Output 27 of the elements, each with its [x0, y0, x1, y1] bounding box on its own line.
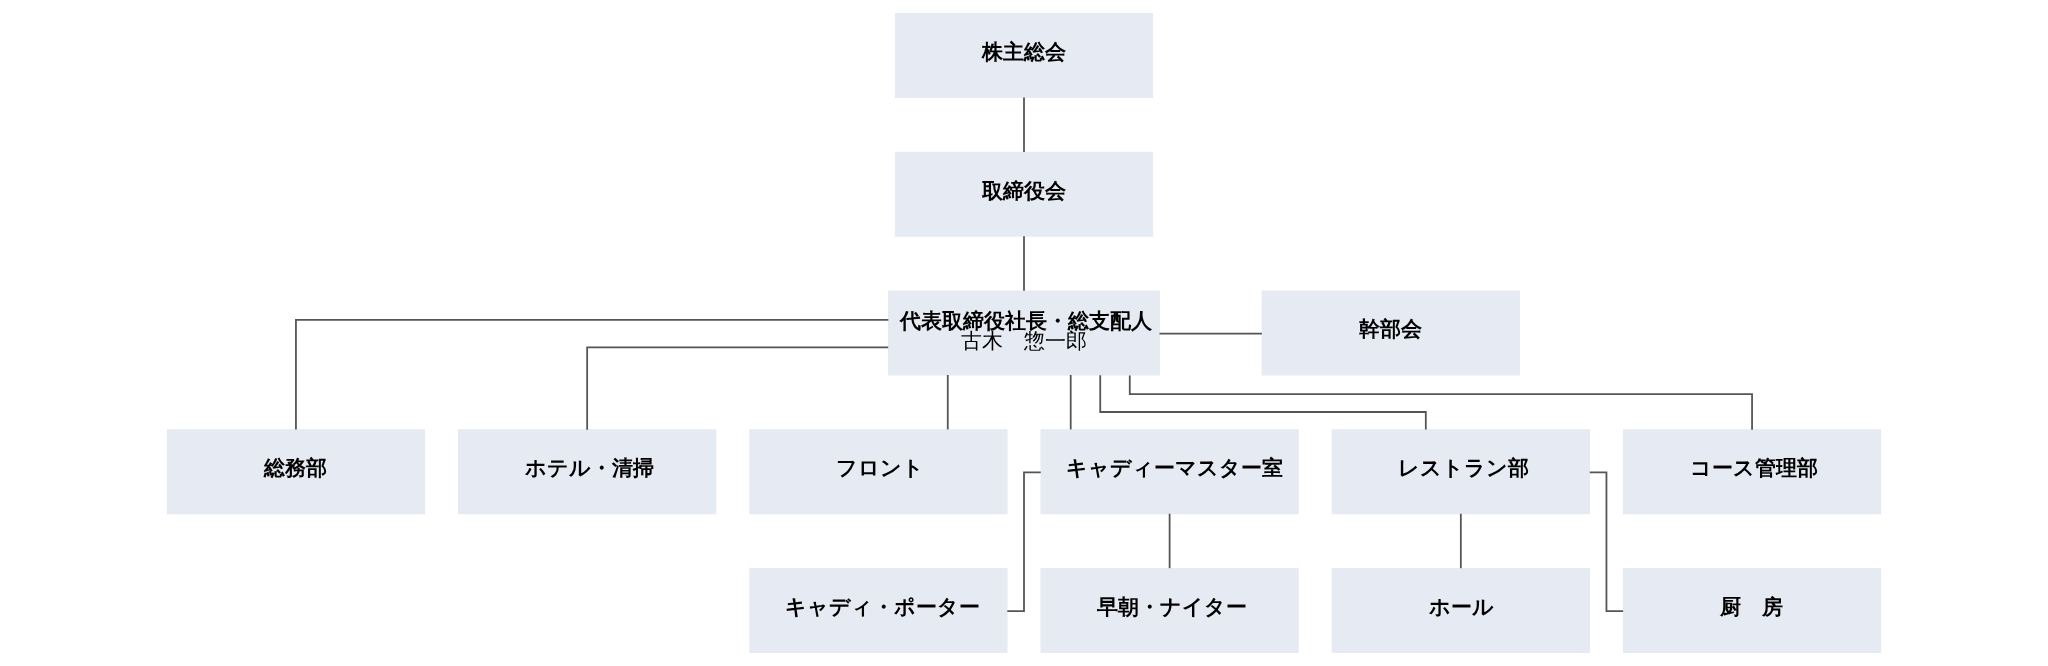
connector: [1006, 471, 1042, 613]
connector: [1099, 374, 1427, 431]
node-box: コース管理部: [1622, 429, 1882, 515]
node-box: 株主総会: [894, 12, 1154, 99]
connector: [1168, 512, 1171, 570]
connector: [1128, 374, 1753, 431]
node-box: 取締役会: [894, 151, 1154, 237]
connector: [1459, 512, 1462, 570]
node-box: 総務部: [166, 429, 426, 515]
connector: [295, 319, 890, 431]
connector: [1069, 374, 1072, 431]
connector: [1023, 235, 1025, 292]
node-box: 早朝・ナイター: [1040, 567, 1299, 654]
connector: [946, 374, 949, 431]
node-box: 幹部会: [1261, 290, 1520, 376]
node-box: レストラン部: [1331, 429, 1590, 515]
connector: [1158, 332, 1263, 335]
node-box: 代表取締役社長・総支配人 古木 惣一郎: [888, 290, 1160, 376]
node-box: キャディ・ポーター: [749, 567, 1008, 654]
node-box: 厨 房: [1622, 567, 1882, 654]
connector: [1023, 96, 1025, 153]
connector: [586, 346, 890, 431]
node-box: フロント: [749, 429, 1008, 515]
node-box: ホテル・清掃: [458, 429, 717, 515]
node-box: キャディーマスター室: [1040, 429, 1299, 515]
connector: [1588, 471, 1625, 613]
node-box: ホール: [1331, 567, 1590, 654]
